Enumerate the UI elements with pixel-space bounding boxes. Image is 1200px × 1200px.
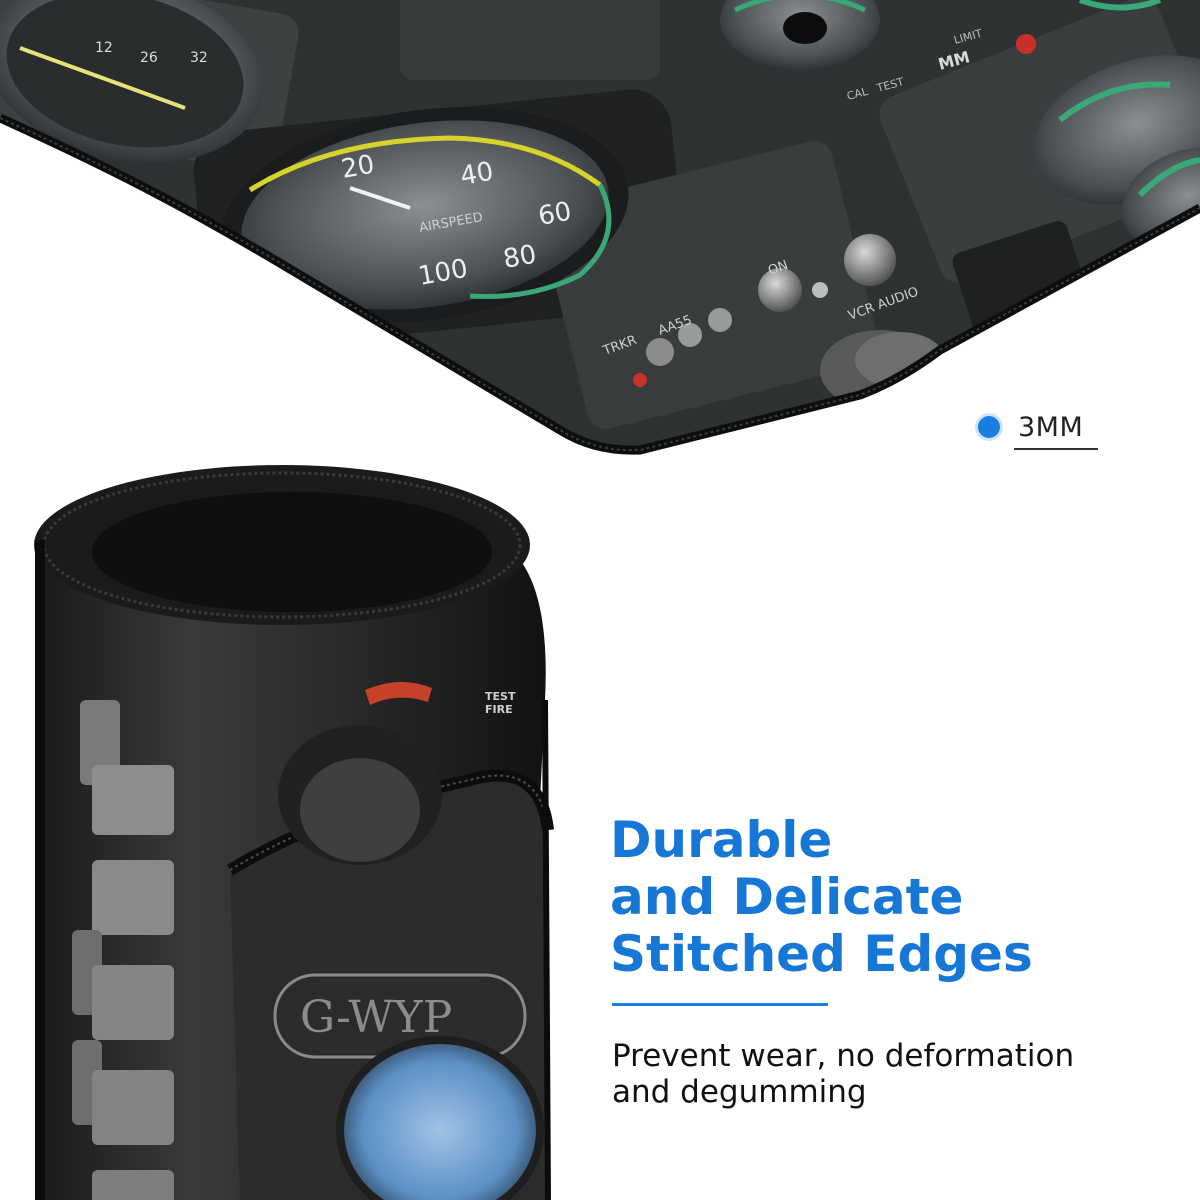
svg-text:CAL: CAL [845, 85, 870, 103]
svg-text:32: 32 [190, 50, 208, 66]
description-line-1: Prevent wear, no deformation [612, 1038, 1075, 1074]
feature-headline: Durable and Delicate Stitched Edges [610, 812, 1170, 983]
svg-text:TEST: TEST [485, 690, 516, 703]
svg-text:40: 40 [458, 157, 496, 192]
headline-line-3: Stitched Edges [610, 925, 1033, 983]
mousepad-flat: 12 26 32 20 40 60 80 100 AIRSPEED [0, 0, 1200, 455]
altimeter-gauge: 12 26 32 [0, 0, 264, 163]
svg-text:ON: ON [766, 258, 790, 279]
thickness-dot-icon [978, 416, 1000, 438]
center-gauge: MM CAL TEST LIMIT [720, 0, 1036, 103]
headline-divider [612, 1003, 828, 1006]
thickness-label: 3MM [1018, 412, 1084, 443]
mousepad-rolled: G-WYP TEST FIRE [34, 465, 554, 1200]
svg-text:12: 12 [95, 40, 113, 56]
feature-description: Prevent wear, no deformation and degummi… [612, 1038, 1172, 1110]
svg-text:26: 26 [140, 50, 158, 66]
svg-text:G-WYP: G-WYP [300, 992, 452, 1043]
right-gauges [1033, 0, 1200, 253]
thickness-indicator: 3MM [976, 408, 1106, 450]
roll-tiles [72, 700, 174, 1200]
headline-line-2: and Delicate [610, 868, 964, 926]
svg-text:80: 80 [501, 240, 539, 275]
headline-line-1: Durable [610, 811, 833, 869]
svg-text:20: 20 [339, 150, 377, 185]
svg-text:60: 60 [536, 197, 574, 232]
svg-text:FIRE: FIRE [485, 703, 513, 716]
airspeed-gauge: 20 40 60 80 100 AIRSPEED [221, 107, 629, 323]
description-line-2: and degumming [612, 1074, 867, 1110]
thickness-underline [1014, 448, 1098, 450]
